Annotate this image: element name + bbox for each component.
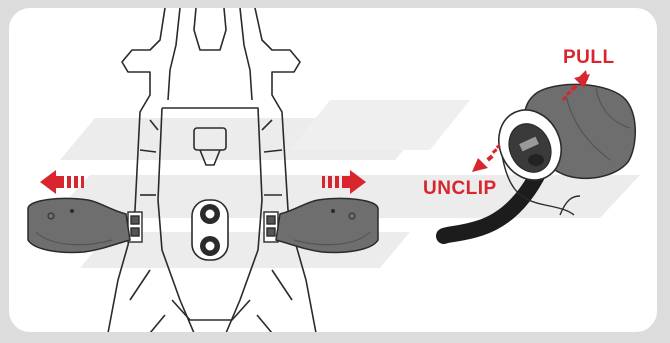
dual-socket-connector (191, 199, 229, 261)
connector-detail (436, 83, 636, 244)
left-side-pod (27, 197, 131, 254)
arrow-up-right-icon (561, 70, 590, 101)
pull-label: PULL (563, 47, 615, 68)
unclip-label: UNCLIP (423, 178, 497, 199)
right-clip-bracket (263, 211, 279, 243)
frame-body (107, 7, 317, 333)
arrow-right-icon (322, 170, 366, 194)
arrow-left-icon (40, 170, 84, 194)
arrow-down-left-icon (472, 143, 501, 172)
right-side-pod (275, 197, 379, 254)
left-clip-bracket (127, 211, 143, 243)
